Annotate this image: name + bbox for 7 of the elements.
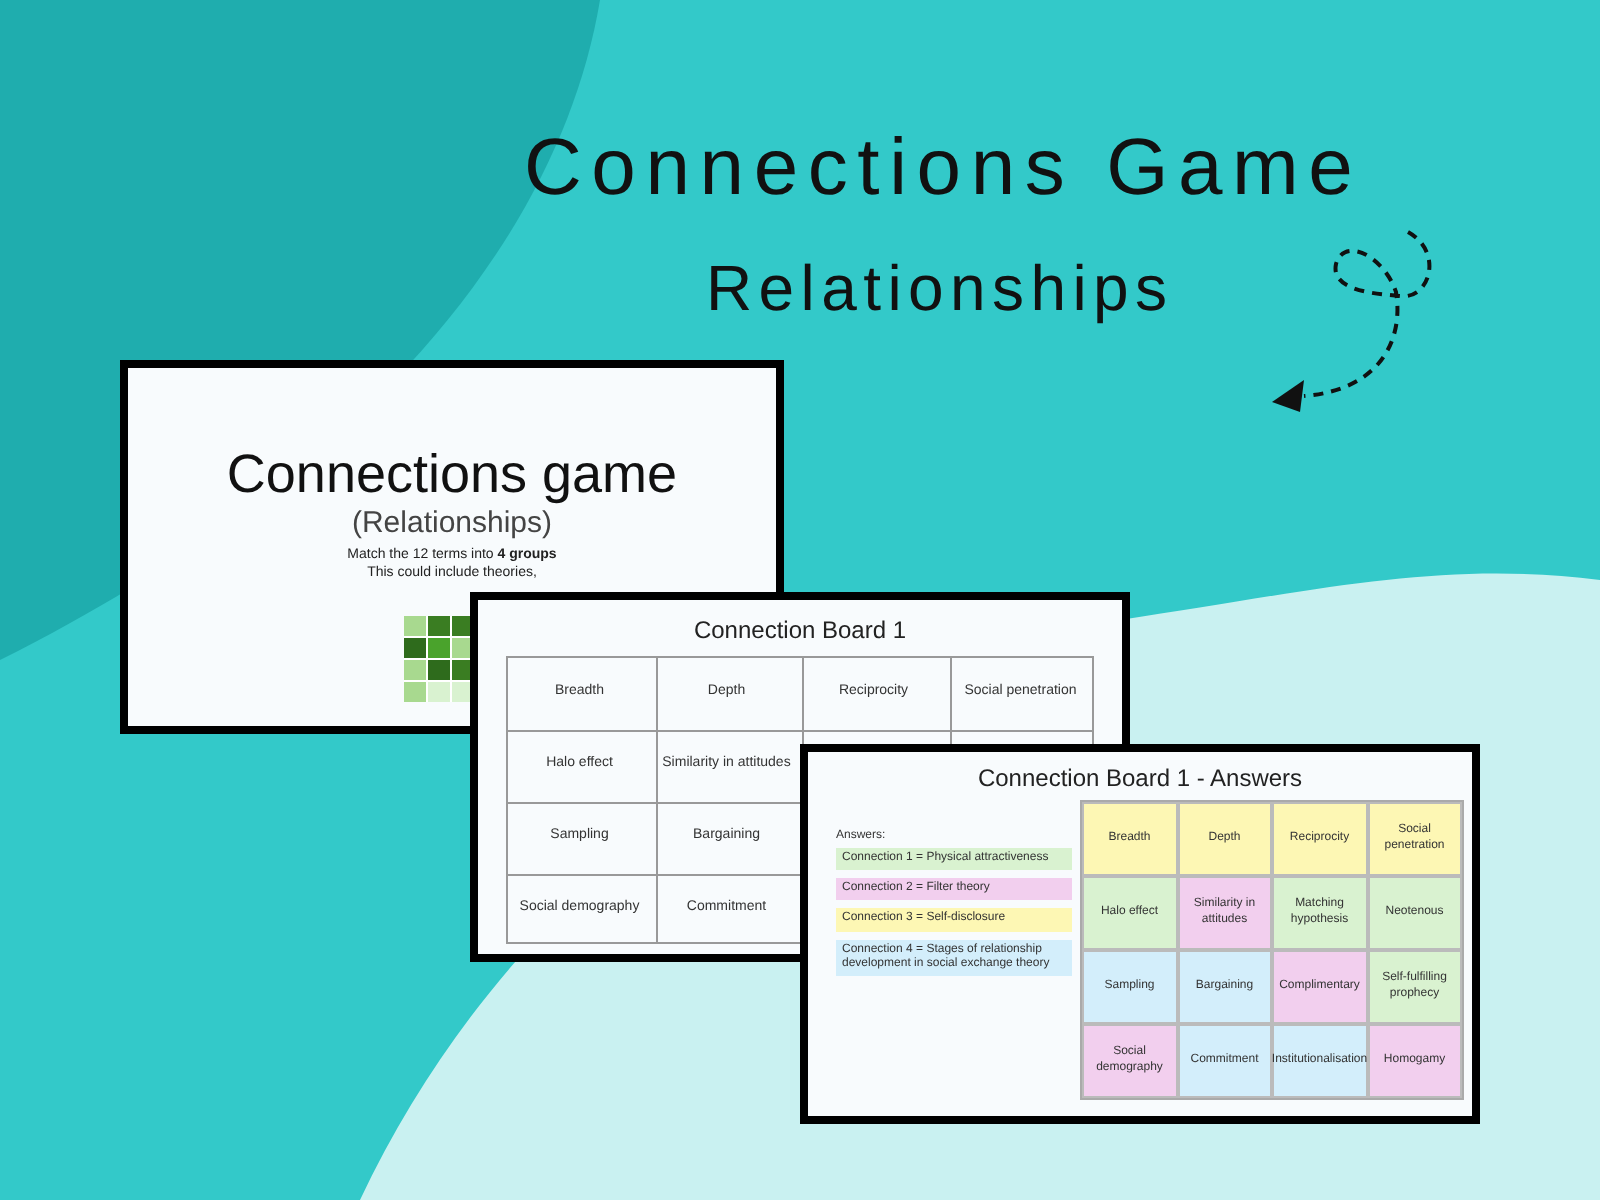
- slide-heading: Connection Board 1: [691, 614, 909, 648]
- page-title: Connections Game: [524, 128, 1363, 208]
- slide-heading: Connections game: [226, 448, 678, 502]
- slide-subtitle: (Relationships): [351, 508, 553, 538]
- slide-heading: Connection Board 1 - Answers: [975, 762, 1305, 796]
- page-subtitle: Relationships: [706, 256, 1174, 320]
- slide: [800, 744, 1480, 1124]
